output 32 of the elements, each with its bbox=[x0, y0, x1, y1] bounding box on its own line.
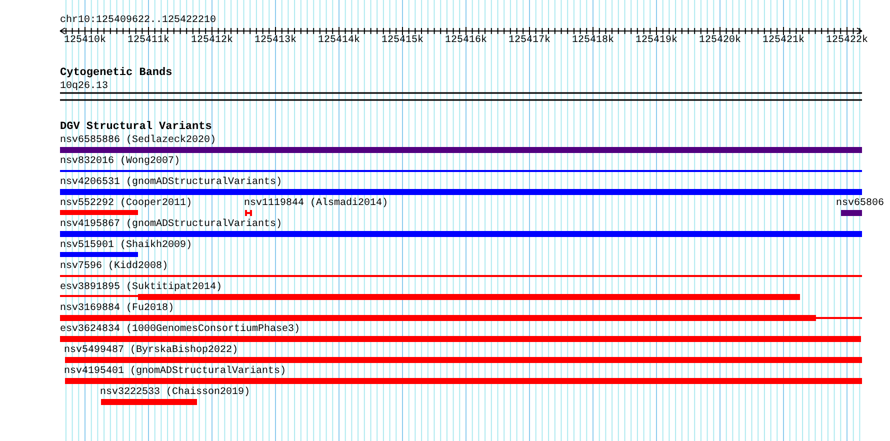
variant-label: nsv4195867 (gnomADStructuralVariants) bbox=[60, 219, 282, 230]
tick-label: 125420k bbox=[699, 35, 742, 46]
tick-label: 125412k bbox=[191, 35, 234, 46]
tick-label: 125410k bbox=[64, 35, 106, 46]
variant-label: esv3624834 (1000GenomesConsortiumPhase3) bbox=[60, 324, 300, 335]
variant-label: nsv5499487 (ByrskaBishop2022) bbox=[64, 345, 238, 356]
variant-label: nsv6585886 (Sedlazeck2020) bbox=[60, 135, 216, 146]
variant-label: nsv65806 bbox=[836, 198, 884, 209]
tick-label: 125415k bbox=[382, 35, 424, 46]
variant-label: nsv832016 (Wong2007) bbox=[60, 156, 180, 167]
tick-label: 125421k bbox=[762, 35, 805, 46]
track-title: Cytogenetic Bands bbox=[60, 68, 172, 79]
tick-label: 125413k bbox=[254, 35, 297, 46]
variant-label: nsv7596 (Kidd2008) bbox=[60, 261, 168, 272]
variant-label: nsv3222533 (Chaisson2019) bbox=[100, 387, 250, 398]
variant-label: esv3891895 (Suktitipat2014) bbox=[60, 282, 222, 293]
tick-label: 125414k bbox=[318, 35, 360, 46]
variant-label: nsv1119844 (Alsmadi2014) bbox=[244, 198, 388, 209]
band-label: 10q26.13 bbox=[60, 81, 108, 92]
variant-label: nsv3169884 (Fu2018) bbox=[60, 303, 174, 314]
tick-label: 125411k bbox=[128, 35, 170, 46]
track-title: DGV Structural Variants bbox=[60, 122, 212, 133]
region-label: chr10:125409622..125422210 bbox=[60, 15, 216, 26]
variant-label: nsv4206531 (gnomADStructuralVariants) bbox=[60, 177, 282, 188]
tick-label: 125422k bbox=[826, 35, 868, 46]
tick-label: 125418k bbox=[572, 35, 614, 46]
tick-label: 125419k bbox=[636, 35, 678, 46]
variant-label: nsv4195401 (gnomADStructuralVariants) bbox=[64, 366, 286, 377]
tick-label: 125416k bbox=[445, 35, 488, 46]
tick-label: 125417k bbox=[508, 35, 551, 46]
variant-label: nsv552292 (Cooper2011) bbox=[60, 198, 192, 209]
variant-label: nsv515901 (Shaikh2009) bbox=[60, 240, 192, 251]
